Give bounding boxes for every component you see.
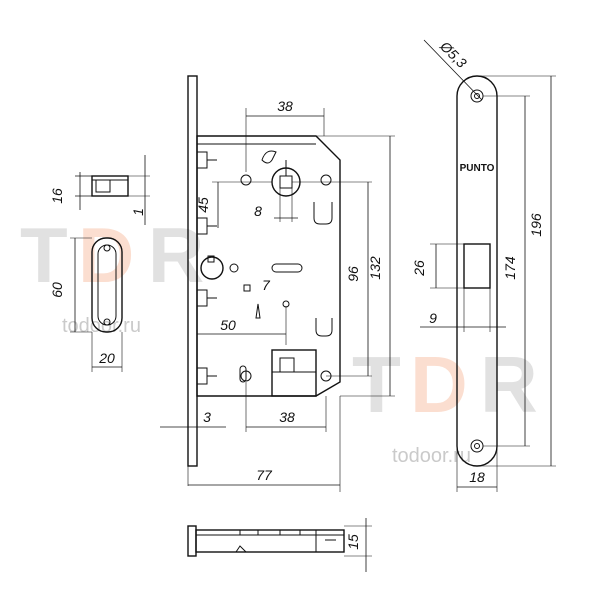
dim-26: 26 (411, 260, 427, 277)
watermark-right: T D R todoor.ru (352, 340, 538, 467)
dim-strike-16: 16 (49, 188, 65, 204)
dim-18: 18 (469, 469, 485, 485)
strike-screw-hole-bottom (103, 318, 111, 326)
case-screw-hole (320, 174, 332, 186)
latch-window (463, 243, 491, 289)
watermark-site: todoor.ru (392, 445, 471, 467)
strike-top-body (91, 175, 129, 197)
dim-174: 174 (502, 256, 518, 280)
watermark-site: todoor.ru (62, 315, 141, 337)
dim-38-bottom: 38 (279, 409, 295, 425)
dim-hole-diameter: Ø5,3 (436, 37, 470, 71)
dim-38-top: 38 (277, 98, 293, 114)
dim-strike-20: 20 (98, 350, 115, 366)
latch-tongues (197, 151, 217, 385)
dim-45: 45 (195, 197, 211, 213)
faceplate-screw-hole-top (470, 89, 484, 103)
dim-50: 50 (220, 317, 236, 333)
lock-body-view: 38 45 8 7 50 3 38 77 96 (160, 75, 395, 492)
watermark-logo-d: D (410, 340, 468, 429)
dim-9: 9 (429, 310, 437, 326)
spindle-square (279, 175, 293, 189)
watermark-logo-r: R (148, 211, 204, 299)
case-screw-hole (240, 174, 252, 186)
cylinder-pin (207, 255, 215, 263)
strike-plate-body (91, 237, 123, 333)
watermark-logo-t: T (352, 340, 401, 429)
dim-15: 15 (345, 534, 361, 550)
dim-8: 8 (254, 203, 262, 219)
watermark-left: T D R todoor.ru (20, 211, 204, 337)
brand-wordmark: PUNTO (460, 163, 495, 174)
bottom-faceplate (187, 525, 197, 557)
dim-7: 7 (262, 277, 271, 293)
lock-case (196, 135, 341, 397)
strike-top-slot (95, 179, 111, 193)
bottom-view: 15 (187, 518, 372, 572)
dim-3: 3 (203, 409, 211, 425)
dim-132: 132 (367, 256, 383, 280)
dim-strike-60: 60 (49, 282, 65, 298)
strike-plate-view: 16 1 60 20 (49, 155, 150, 372)
case-slot (313, 202, 333, 225)
dim-strike-1: 1 (130, 208, 146, 216)
square-7-marker (243, 284, 251, 292)
case-slot (315, 318, 333, 337)
horizontal-slot (271, 263, 303, 273)
strike-screw-hole-top (103, 244, 111, 252)
cylinder-hole (200, 256, 224, 280)
bolt-housing (271, 349, 317, 397)
lever (261, 150, 277, 164)
watermark-logo-d: D (78, 211, 134, 299)
watermark-logo-r: R (480, 340, 538, 429)
dim-96: 96 (345, 266, 361, 282)
dim-196: 196 (528, 213, 544, 237)
watermark-logo-t: T (20, 211, 68, 299)
dim-77: 77 (256, 467, 273, 483)
faceplate-screw-hole-bottom (470, 439, 484, 453)
bolt-square (279, 357, 295, 373)
bottom-body (195, 529, 345, 553)
